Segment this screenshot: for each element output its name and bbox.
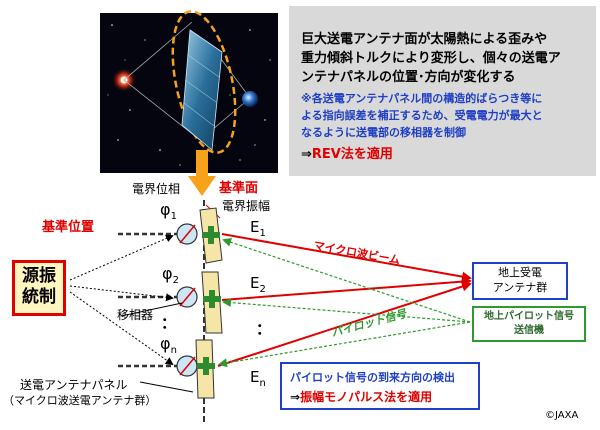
rev-text: REV法を適用 bbox=[311, 147, 393, 162]
monopulse-arrow: ⇒ bbox=[290, 390, 301, 404]
monopulse-text: 振幅モノパルス法を適用 bbox=[300, 390, 433, 404]
phase-shifter-label: 移相器 bbox=[117, 308, 154, 322]
detection-box: パイロット信号の到来方向の検出 ⇒振幅モノパルス法を適用 bbox=[280, 362, 480, 410]
description-line-2: 重力傾斜トルクにより変形し、個々の送電ア bbox=[301, 51, 561, 66]
oscillator-box: 源振 統制 bbox=[12, 260, 66, 316]
note-line-2: よる指向誤差を補正するため、受電電力が最大と bbox=[301, 109, 543, 122]
antenna-panel-n bbox=[195, 339, 215, 399]
description-line-3: ンテナパネルの位置･方向が変化する bbox=[301, 70, 516, 85]
earth-icon bbox=[242, 91, 258, 107]
stars bbox=[107, 19, 271, 166]
field-phase-label: 電界位相 bbox=[132, 182, 181, 196]
pilot-tx-label-1: 地上パイロット信号 bbox=[484, 311, 574, 322]
note-line-1: ※各送電アンテナパネル間の構造的ばらつき等に bbox=[301, 92, 543, 105]
monopulse-line: ⇒振幅モノパルス法を適用 bbox=[290, 388, 478, 405]
orbit-ellipse bbox=[171, 10, 237, 154]
oscillator-label-1: 源振 bbox=[22, 266, 56, 286]
antenna-panel-image bbox=[181, 29, 223, 151]
e-dots: ： bbox=[256, 320, 272, 338]
oscillator-feed-lines bbox=[69, 234, 174, 366]
microwave-beam-arrows bbox=[217, 233, 472, 367]
e-n-label: En bbox=[250, 368, 266, 389]
phi-n-label: φn bbox=[160, 334, 177, 357]
phi-1-label: φ1 bbox=[160, 200, 177, 223]
pilot-tx-label-2: 送信機 bbox=[514, 324, 544, 336]
description-line-1: 巨大送電アンテナ面が太陽熱による歪みや bbox=[301, 32, 548, 47]
rev-method-line: ⇒REV法を適用 bbox=[301, 143, 393, 162]
space-image bbox=[100, 10, 278, 173]
ground-receiver-box: 地上受電 アンテナ群 bbox=[472, 262, 568, 300]
e-2-label: E2 bbox=[250, 274, 266, 295]
e-1-label: E1 bbox=[250, 218, 266, 239]
phi-dots: ： bbox=[161, 314, 177, 332]
panel-label-2: （マイクロ波送電アンテナ群） bbox=[3, 394, 157, 407]
rev-arrow: ⇒ bbox=[301, 147, 312, 162]
panel-label-1: 送電アンテナパネル bbox=[20, 378, 128, 392]
note-line-3: なるように送電部の移相器を制御 bbox=[301, 126, 466, 139]
receiver-label-1: 地上受電 bbox=[498, 266, 542, 279]
reference-plane-label: 基準面 bbox=[219, 181, 259, 196]
description-box: 巨大送電アンテナ面が太陽熱による歪みや 重力傾斜トルクにより変形し、個々の送電ア… bbox=[289, 6, 596, 176]
antenna-panel-2 bbox=[201, 271, 223, 334]
phi-2-label: φ2 bbox=[162, 264, 179, 287]
receiver-label-2: アンテナ群 bbox=[492, 280, 548, 294]
field-amplitude-label: 電界振幅 bbox=[222, 199, 271, 213]
reference-position-label: 基準位置 bbox=[42, 220, 95, 235]
pilot-transmitter-box: 地上パイロット信号 送信機 bbox=[472, 306, 586, 342]
detection-text: パイロット信号の到来方向の検出 bbox=[290, 371, 455, 384]
pilot-signal-arrows bbox=[218, 237, 471, 368]
antenna-panel-1 bbox=[199, 207, 223, 264]
oscillator-label-2: 統制 bbox=[22, 287, 56, 308]
orange-down-arrow bbox=[188, 150, 216, 196]
copyright-label: ©JAXA bbox=[545, 410, 579, 421]
